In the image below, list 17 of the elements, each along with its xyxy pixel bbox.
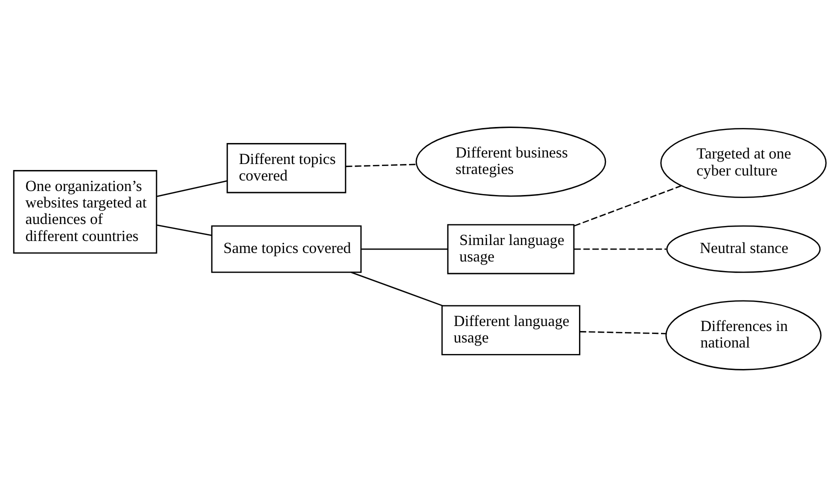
connector: [580, 331, 666, 334]
node-ellipse: Targeted at one cyber culture: [660, 128, 827, 198]
connector: [346, 164, 416, 168]
connector: [362, 248, 448, 250]
connector: [574, 185, 682, 226]
node-ellipse: Differences in national: [665, 300, 822, 370]
node-box: One organization’s websites targeted at audiences of different countries: [13, 170, 158, 254]
node-box: Similar language usage: [447, 224, 575, 274]
node-box: Different language usage: [441, 305, 580, 356]
connector: [574, 248, 666, 250]
node-ellipse: Neutral stance: [666, 225, 821, 273]
node-ellipse: Different business strategies: [416, 126, 606, 197]
node-box: Same topics covered: [211, 225, 362, 273]
connector: [156, 224, 212, 236]
node-box: Different topics covered: [226, 143, 346, 194]
connector: [156, 180, 228, 197]
connector: [351, 272, 443, 306]
